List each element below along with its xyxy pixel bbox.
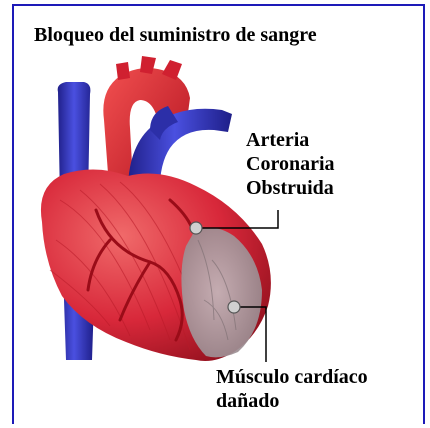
damaged-vessels	[197, 239, 237, 341]
muscle-label-line2: dañado	[216, 390, 280, 412]
artery-label-line2: Coronaria	[246, 153, 335, 175]
aorta-branch-1	[116, 62, 130, 80]
artery-marker	[189, 221, 203, 235]
aorta	[103, 68, 190, 200]
aorta-branch-2	[140, 56, 156, 74]
damaged-muscle-region	[181, 227, 262, 358]
artery-label-line3: Obstruida	[246, 177, 334, 199]
muscle-marker	[227, 300, 241, 314]
muscle-label-line1: Músculo cardíaco	[216, 366, 368, 388]
artery-leader-line	[196, 210, 279, 229]
artery-label: Arteria Coronaria Obstruida	[246, 128, 335, 200]
pulmonary-branch	[150, 106, 178, 140]
artery-label-line1: Arteria	[246, 129, 310, 151]
muscle-label: Músculo cardíaco dañado	[216, 365, 368, 413]
diagram-title: Bloqueo del suministro de sangre	[34, 24, 317, 46]
aorta-branch-3	[162, 60, 182, 80]
